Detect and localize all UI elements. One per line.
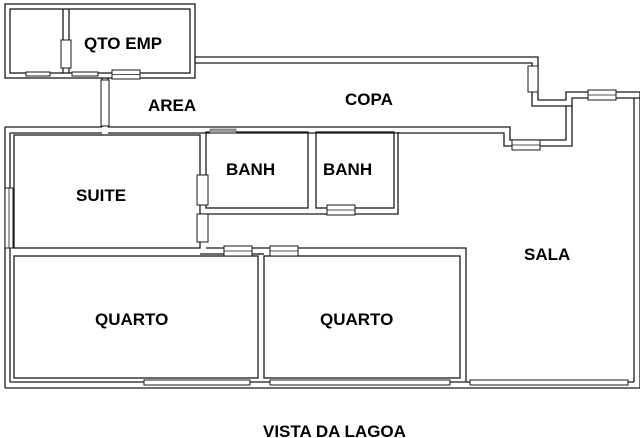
room-label-quarto-2: QUARTO bbox=[320, 310, 393, 329]
plan-caption: VISTA DA LAGOA bbox=[263, 422, 406, 438]
room-label-suite: SUITE bbox=[76, 186, 126, 205]
room-label-sala: SALA bbox=[524, 245, 570, 264]
room-labels: QTO EMP AREA COPA SUITE BANH BANH SALA Q… bbox=[76, 34, 570, 329]
room-label-banh-1: BANH bbox=[226, 160, 275, 179]
room-label-copa: COPA bbox=[345, 90, 393, 109]
outer-walls bbox=[4, 3, 640, 389]
room-label-area: AREA bbox=[148, 96, 196, 115]
room-label-qto-emp: QTO EMP bbox=[84, 34, 162, 53]
windows bbox=[4, 39, 629, 386]
room-label-quarto-1: QUARTO bbox=[95, 310, 168, 329]
room-label-banh-2: BANH bbox=[323, 160, 372, 179]
